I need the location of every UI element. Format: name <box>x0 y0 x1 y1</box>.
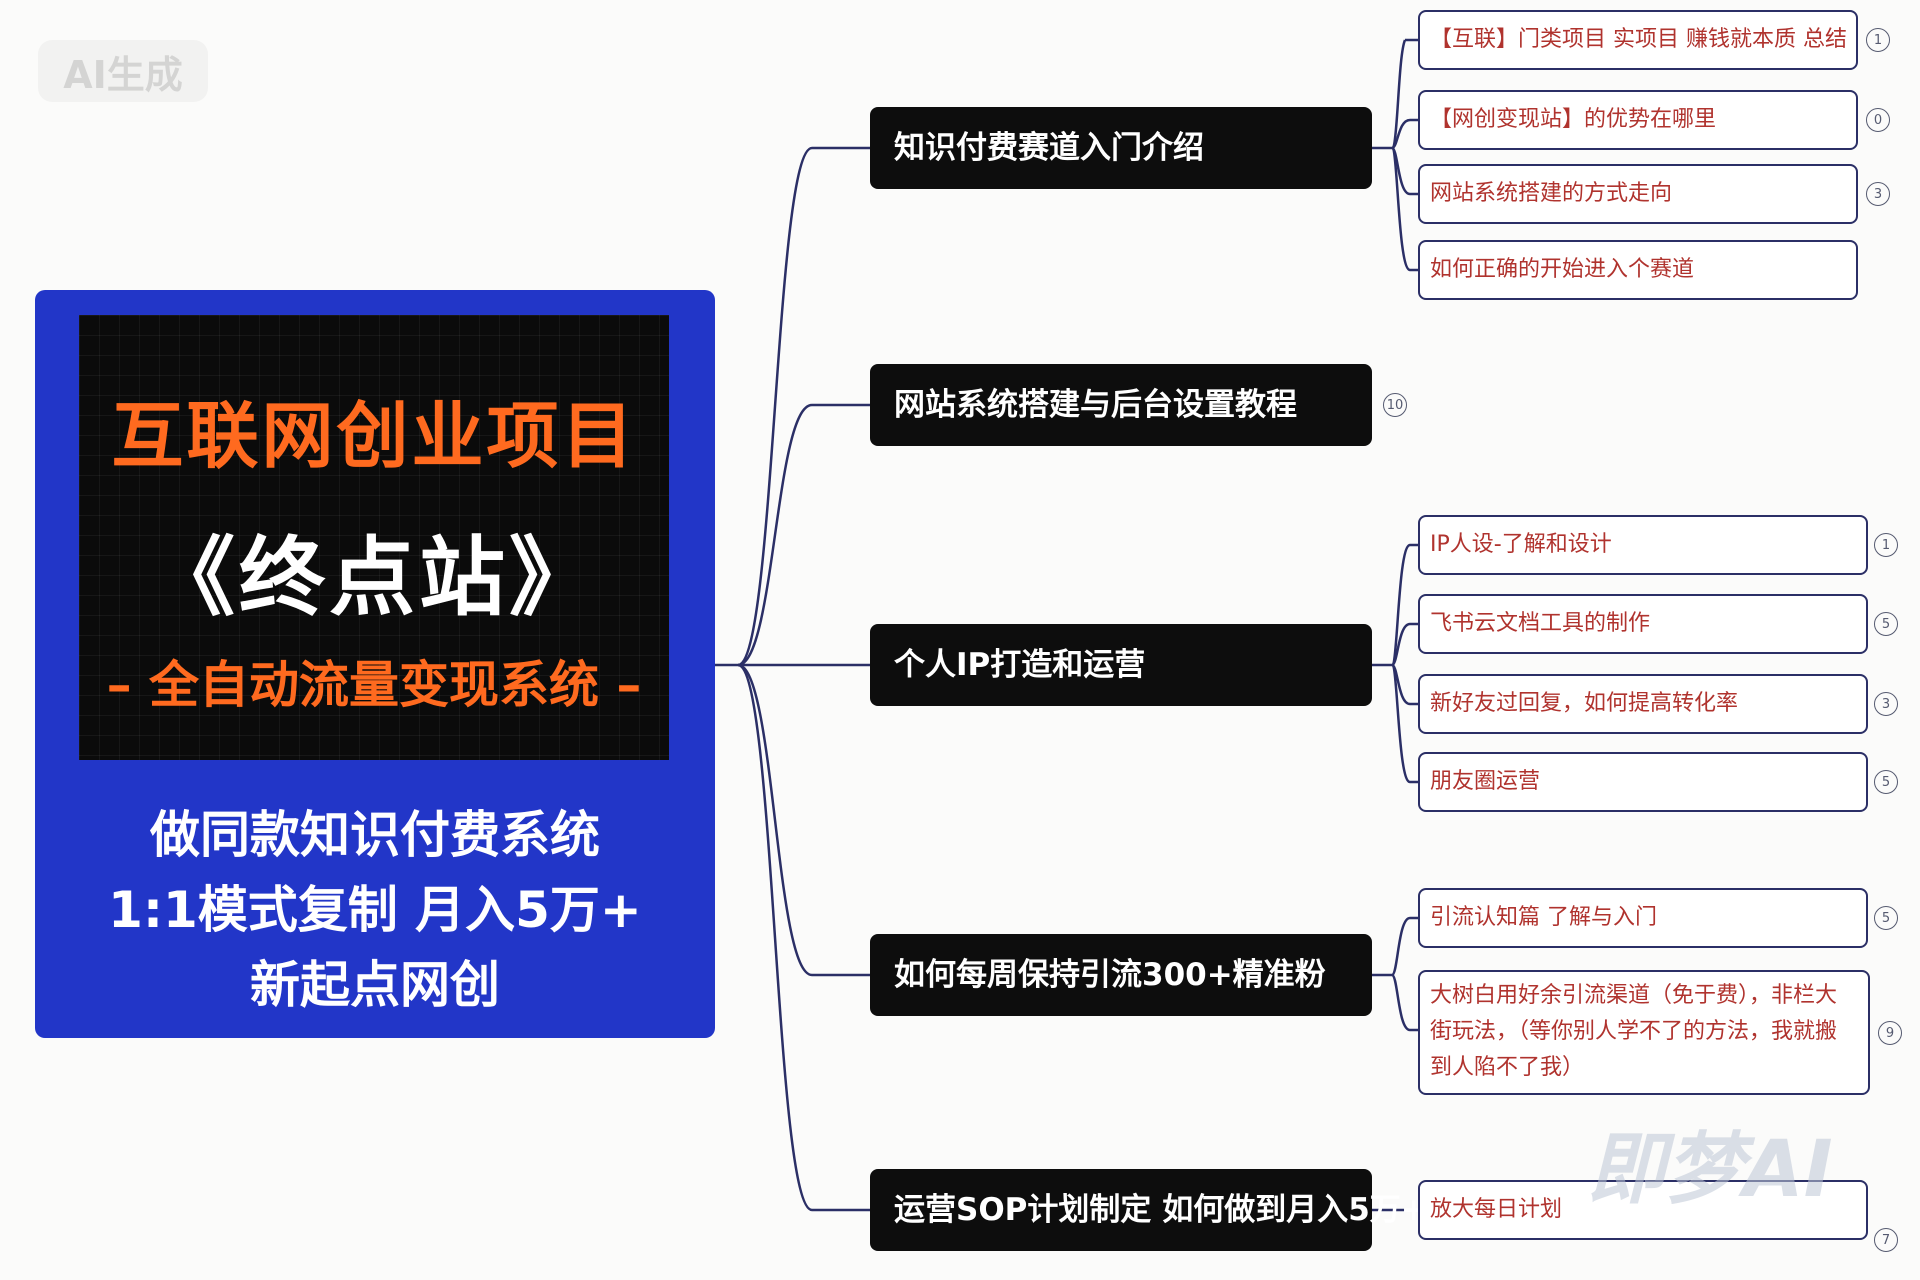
subtopic-count-badge[interactable]: 7 <box>1874 1228 1898 1252</box>
subtopic-item[interactable]: IP人设-了解和设计 <box>1418 515 1868 575</box>
subtopic-item[interactable]: 新好友过回复，如何提高转化率 <box>1418 674 1868 734</box>
subtopic-count-badge[interactable]: 5 <box>1874 612 1898 636</box>
branch-line-4 <box>737 663 870 977</box>
collapse-count-badge[interactable]: 10 <box>1383 393 1407 417</box>
subtopic-count-badge[interactable]: 5 <box>1874 906 1898 930</box>
topic-sop-plan[interactable]: 运营SOP计划制定 如何做到月入5万+ <box>870 1169 1427 1251</box>
subtopic-item[interactable]: 【互联】门类项目 实项目 赚钱就本质 总结 <box>1418 10 1858 70</box>
subtopic-item[interactable]: 如何正确的开始进入个赛道 <box>1418 240 1858 300</box>
subtopic-count-badge[interactable]: 0 <box>1866 108 1890 132</box>
subtopic-item[interactable]: 【网创变现站】的优势在哪里 <box>1418 90 1858 150</box>
subtopic-count-badge[interactable]: 3 <box>1874 692 1898 716</box>
jimeng-ai-watermark: 即梦AI <box>1587 1125 1833 1215</box>
subtopic-item[interactable]: 引流认知篇 了解与入门 <box>1418 888 1868 948</box>
ai-generated-watermark: AI生成 <box>38 40 208 102</box>
cover-line-1: 做同款知识付费系统 <box>150 806 600 864</box>
topic-knowledge-paid-intro[interactable]: 知识付费赛道入门介绍 <box>870 107 1372 189</box>
branch-line-2 <box>737 403 870 667</box>
topic-personal-ip[interactable]: 个人IP打造和运营 <box>870 624 1372 706</box>
subtopic-item[interactable]: 朋友圈运营 <box>1418 752 1868 812</box>
subtopic-item[interactable]: 大树白用好余引流渠道（免于费），非栏大街玩法，（等你别人学不了的方法，我就搬到人… <box>1418 970 1870 1095</box>
topic-weekly-traffic[interactable]: 如何每周保持引流300+精准粉 <box>870 934 1372 1016</box>
cover-line-3: 新起点网创 <box>250 956 500 1014</box>
branch-line-5 <box>737 663 870 1212</box>
topic-website-setup-tutorial[interactable]: 网站系统搭建与后台设置教程 <box>870 364 1372 446</box>
cover-line-2: 1:1模式复制 月入5万+ <box>108 881 642 939</box>
cover-dark-panel: 互联网创业项目 《终点站》 – 全自动流量变现系统 – <box>79 315 669 760</box>
subtopic-count-badge[interactable]: 9 <box>1878 1021 1902 1045</box>
subtopic-item[interactable]: 放大每日计划 <box>1418 1180 1868 1240</box>
subtopic-count-badge[interactable]: 3 <box>1866 182 1890 206</box>
subtopic-count-badge[interactable]: 1 <box>1866 28 1890 52</box>
subtopic-count-badge[interactable]: 5 <box>1874 770 1898 794</box>
cover-subtitle: – 全自动流量变现系统 – <box>106 656 642 714</box>
cover-title: 互联网创业项目 <box>111 394 637 478</box>
subtopic-count-badge[interactable]: 1 <box>1874 533 1898 557</box>
cover-card: 互联网创业项目 《终点站》 – 全自动流量变现系统 – 做同款知识付费系统 1:… <box>35 290 715 1038</box>
branch-line-1 <box>737 146 870 667</box>
cover-project-name: 《终点站》 <box>149 528 599 628</box>
subtopic-item[interactable]: 网站系统搭建的方式走向 <box>1418 164 1858 224</box>
subtopic-item[interactable]: 飞书云文档工具的制作 <box>1418 594 1868 654</box>
